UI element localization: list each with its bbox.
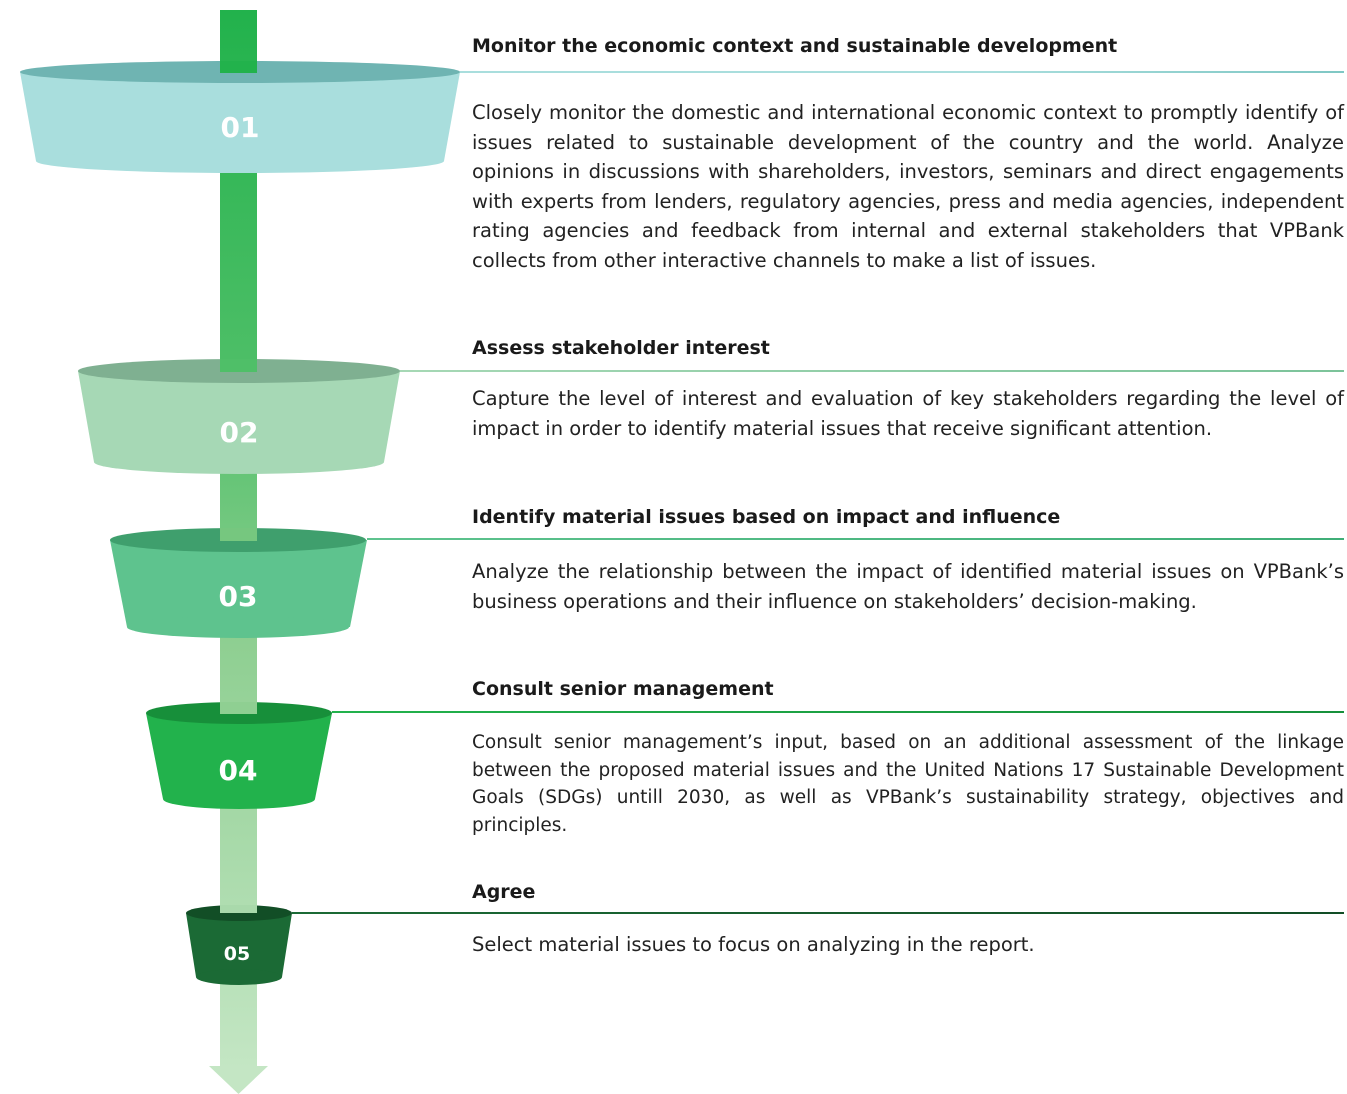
- step-title: Monitor the economic context and sustain…: [472, 35, 1118, 57]
- stage-number: 01: [221, 111, 260, 144]
- cup-bottom: [127, 616, 349, 638]
- stage-cup-03: 03: [110, 528, 367, 638]
- divider-02: [400, 370, 1344, 372]
- stage-number: 05: [224, 943, 250, 965]
- step-description: Analyze the relationship between the imp…: [472, 560, 1344, 613]
- funnel-diagram: 01 02 03 04 05: [20, 10, 460, 1094]
- cup-body: [78, 371, 400, 462]
- step-description: Closely monitor the domestic and interna…: [472, 101, 1344, 272]
- step-01: Monitor the economic context and sustain…: [472, 34, 1344, 275]
- cup-body: [146, 713, 332, 799]
- divider-04: [332, 711, 1344, 713]
- divider-01: [460, 71, 1344, 73]
- step-04: Consult senior management Consult senior…: [472, 677, 1344, 839]
- step-05: Agree Select material issues to focus on…: [472, 880, 1344, 960]
- divider-05: [292, 912, 1344, 914]
- step-description: Consult senior management’s input, based…: [472, 732, 1344, 836]
- cup-body: [20, 72, 460, 161]
- arrow-head-icon: [209, 1066, 268, 1094]
- stage-number: 04: [219, 754, 258, 787]
- stage-cup-02: 02: [78, 359, 400, 474]
- stage-cup-04: 04: [146, 702, 332, 809]
- cup-body: [186, 913, 292, 977]
- cup-bottom: [94, 450, 384, 474]
- stage-number: 03: [219, 580, 258, 613]
- stage-cup-01: 01: [20, 61, 460, 173]
- stage-cup-05: 05: [186, 905, 292, 985]
- cup-bottom: [36, 149, 444, 173]
- cup-bottom: [196, 969, 282, 985]
- cup-bottom: [163, 789, 315, 809]
- step-title: Identify material issues based on impact…: [472, 506, 1061, 528]
- step-description: Select material issues to focus on analy…: [472, 933, 1035, 956]
- stage-number: 02: [220, 416, 259, 449]
- step-02: Assess stakeholder interest Capture the …: [472, 336, 1344, 443]
- step-title: Consult senior management: [472, 678, 774, 700]
- divider-03: [367, 538, 1344, 540]
- cup-body: [110, 540, 367, 627]
- step-title: Assess stakeholder interest: [472, 337, 770, 359]
- step-description: Capture the level of interest and evalua…: [472, 387, 1344, 440]
- step-03: Identify material issues based on impact…: [472, 505, 1344, 616]
- step-title: Agree: [472, 881, 536, 903]
